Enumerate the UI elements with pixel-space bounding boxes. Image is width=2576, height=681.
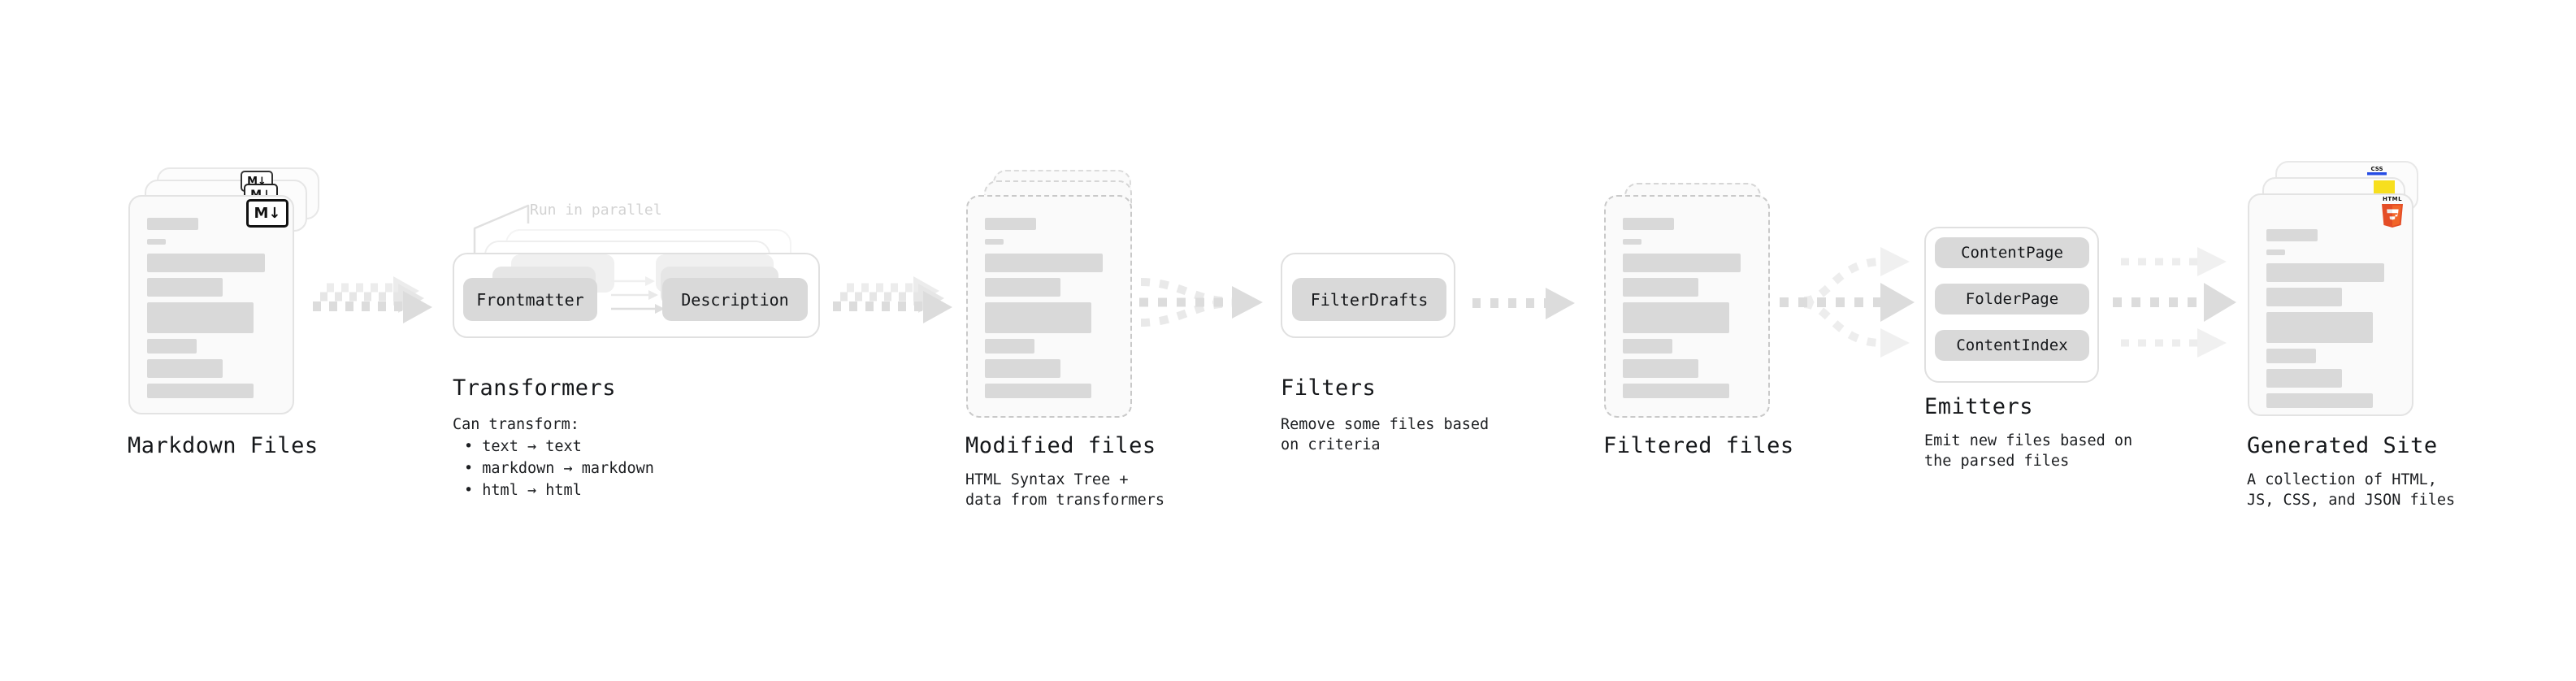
stage-title-generated-site: Generated Site: [2247, 433, 2438, 458]
transformer-bullet-1: • markdown → markdown: [464, 460, 654, 477]
arrow-modified-to-filters: [1138, 264, 1292, 345]
skeleton-bar: [985, 254, 1103, 272]
svg-text:CSS: CSS: [2370, 166, 2383, 172]
skeleton-bar: [985, 239, 1004, 245]
markdown-icon-glyph: M↓: [254, 205, 281, 222]
skeleton-bar: [1623, 384, 1729, 398]
skeleton-bar: [1623, 302, 1729, 333]
skeleton-bar: [985, 384, 1091, 398]
stage-title-modified-files: Modified files: [965, 433, 1156, 458]
skeleton-bar: [2266, 263, 2384, 282]
skeleton-bar: [2266, 349, 2316, 363]
transformer-pill-description[interactable]: Description: [662, 278, 808, 321]
stage-title-filters: Filters: [1281, 375, 1377, 401]
arrow-emitters-to-site: [2113, 237, 2259, 367]
skeleton-bar: [147, 302, 254, 333]
skeleton-bar: [147, 384, 254, 398]
skeleton-bar: [1623, 339, 1672, 354]
transformer-pill-frontmatter[interactable]: Frontmatter: [463, 278, 597, 321]
transformer-bullet-0: • text → text: [464, 438, 582, 455]
stage-title-emitters: Emitters: [1924, 394, 2034, 419]
skeleton-bar: [1623, 278, 1698, 297]
emitter-pill-contentpage[interactable]: ContentPage: [1935, 237, 2089, 268]
skeleton-bar: [147, 339, 197, 354]
transformer-bullet-2: • html → html: [464, 482, 582, 499]
skeleton-bar: [1623, 218, 1674, 230]
skeleton-bar: [147, 359, 223, 378]
stage-description-emitters: Emit new files based on the parsed files: [1924, 432, 2133, 470]
skeleton-bar: [2266, 393, 2373, 408]
stage-title-transformers: Transformers: [453, 375, 617, 401]
skeleton-bar: [147, 239, 166, 245]
stage-description-generated-site: A collection of HTML, JS, CSS, and JSON …: [2247, 471, 2456, 509]
arrow-filters-to-filtered: [1471, 286, 1593, 323]
skeleton-bar: [1623, 254, 1741, 272]
emitter-pill-label: FolderPage: [1965, 290, 2059, 308]
filter-pill-label: FilterDrafts: [1310, 289, 1429, 310]
stage-title-markdown-files: Markdown Files: [128, 433, 319, 458]
skeleton-bar: [147, 254, 265, 272]
transformer-pill-label: Description: [681, 289, 789, 310]
css-icon: CSS: [2366, 163, 2387, 176]
emitter-pill-label: ContentPage: [1961, 244, 2063, 262]
skeleton-bar: [1623, 239, 1641, 245]
skeleton-bar: [147, 218, 198, 230]
transformer-inner-arrows: [611, 273, 700, 325]
transformer-pill-label: Frontmatter: [476, 289, 584, 310]
markdown-card-front: [128, 195, 294, 414]
skeleton-bar: [985, 278, 1060, 297]
emitter-pill-folderpage[interactable]: FolderPage: [1935, 284, 2089, 314]
modified-card-front: [966, 195, 1132, 418]
markdown-icon: M↓: [246, 199, 288, 228]
site-card-front: [2248, 193, 2413, 416]
skeleton-bar: [147, 278, 223, 297]
arrow-transformers-to-modified: [829, 276, 959, 333]
skeleton-bar: [985, 218, 1036, 230]
stage-title-filtered-files: Filtered files: [1603, 433, 1794, 458]
run-in-parallel-bracket: [470, 199, 567, 256]
skeleton-bar: [2266, 249, 2285, 255]
emitter-pill-contentindex[interactable]: ContentIndex: [1935, 330, 2089, 361]
skeleton-bar: [2266, 288, 2342, 306]
stage-description-filters: Remove some files based on criteria: [1281, 416, 1490, 453]
skeleton-bar: [2266, 229, 2318, 241]
html5-icon: HTML: [2379, 193, 2405, 228]
stage-description-transformers: Can transform:: [453, 416, 579, 433]
skeleton-bar: [985, 359, 1060, 378]
skeleton-bar: [2266, 312, 2373, 343]
emitter-pill-label: ContentIndex: [1956, 336, 2068, 354]
filter-pill-filterdrafts[interactable]: FilterDrafts: [1292, 278, 1446, 321]
skeleton-bar: [985, 302, 1091, 333]
skeleton-bar: [2266, 369, 2342, 388]
skeleton-bar: [1623, 359, 1698, 378]
js-icon: [2374, 180, 2395, 193]
filtered-card-front: [1604, 195, 1770, 418]
arrow-filtered-to-emitters: [1780, 237, 1934, 367]
run-in-parallel-label: Run in parallel: [530, 202, 662, 219]
skeleton-bar: [985, 339, 1034, 354]
stage-description-modified-files: HTML Syntax Tree + data from transformer…: [965, 471, 1165, 509]
svg-text:HTML: HTML: [2383, 196, 2402, 202]
arrow-markdown-to-transformers: [309, 276, 439, 333]
